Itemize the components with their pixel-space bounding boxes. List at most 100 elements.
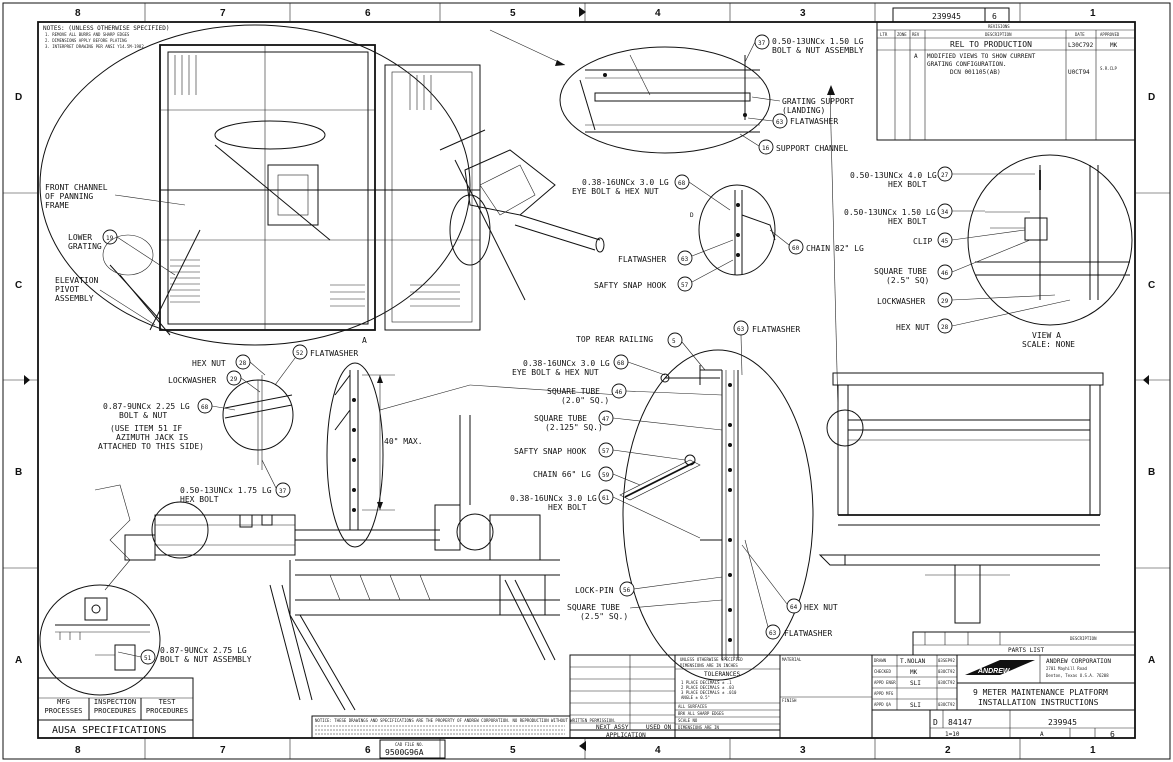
item-51-num: 51 xyxy=(144,655,152,662)
item-34-l2: HEX BOLT xyxy=(888,217,927,226)
item-63c-num: 63 xyxy=(737,326,745,333)
company-name: ANDREW CORPORATION xyxy=(1046,658,1111,665)
rev-row1-desc: REL TO PRODUCTION xyxy=(950,40,1032,49)
general-notes: NOTES: (UNLESS OTHERWISE SPECIFIED) 1. R… xyxy=(43,25,169,49)
tol-title: TOLERANCES xyxy=(704,671,741,678)
item-63b-balloon xyxy=(677,250,693,266)
item-63d-num: 63 xyxy=(769,630,777,637)
item-29b-text: LOCKWASHER xyxy=(168,376,216,385)
square-tube-25-l2: (2.5" SQ.) xyxy=(580,612,628,621)
item-68a-l2: EYE BOLT & HEX NUT xyxy=(572,187,659,196)
tol-3: 3 PLACE DECIMALS ± .010 xyxy=(681,690,737,695)
rev-row1-date: L30C792 xyxy=(1068,42,1094,49)
platform-elevation-view xyxy=(818,85,1104,624)
notes-title: NOTES: (UNLESS OTHERWISE SPECIFIED) xyxy=(43,25,169,32)
note-3: 3. INTERPRET DRAWING PER ANSI Y14.5M-198… xyxy=(45,44,144,49)
item-46a-l2: (2.5" SQ) xyxy=(886,276,929,285)
drawing-title-line1: 9 METER MAINTENANCE PLATFORM xyxy=(973,688,1108,697)
parts-description-header: DESCRIPTION xyxy=(1070,636,1097,641)
item-68a-num: 68 xyxy=(678,180,686,187)
zone-col-8-bottom: 8 xyxy=(75,745,81,756)
qa-by: SLI xyxy=(910,702,921,709)
item-63d-balloon xyxy=(765,624,781,640)
item-52-num: 52 xyxy=(296,350,304,357)
item-29b-num: 29 xyxy=(230,376,238,383)
zone-row-c-right: C xyxy=(1148,280,1155,291)
item-57b-text: SAFTY SNAP HOOK xyxy=(514,447,586,456)
item-63b-text: FLATWASHER xyxy=(618,255,666,264)
spec-test-procedures: TEST PROCEDURES xyxy=(145,698,189,715)
rev-row2-approved: S.R.CLP xyxy=(1100,66,1117,71)
item-68a-l1: 0.38-16UNCx 3.0 LG xyxy=(582,178,669,187)
checked-label: CHECKED xyxy=(874,669,891,674)
lower-grating-l2: GRATING xyxy=(68,242,102,251)
item-63a-text: FLATWASHER xyxy=(790,117,838,126)
lower-grating-l1: LOWER xyxy=(68,233,92,242)
item-56-num: 56 xyxy=(623,587,631,594)
item-37a-l2: BOLT & NUT ASSEMBLY xyxy=(772,46,864,55)
zone-col-7-top: 7 xyxy=(220,8,226,19)
tol-4: ANGLE ± 0.5° xyxy=(681,695,710,700)
note-2: 2. DIMENSIONS APPLY BEFORE PLATING xyxy=(45,38,127,43)
item-60-text: CHAIN 82" LG xyxy=(806,244,864,253)
zone-col-5-top: 5 xyxy=(510,8,516,19)
rev-col-ltr: LTR xyxy=(880,32,888,37)
zone-col-1-bottom: 1 xyxy=(1090,745,1096,756)
zone-col-8-top: 8 xyxy=(75,8,81,19)
item-63d-text: FLATWASHER xyxy=(784,629,832,638)
item-61-l2: HEX BOLT xyxy=(548,503,587,512)
item-64-balloon xyxy=(786,598,802,614)
rev-row1-approved: MK xyxy=(1110,42,1118,49)
view-a-title: VIEW A xyxy=(1032,331,1061,340)
front-channel-l3: FRAME xyxy=(45,201,69,210)
tol-f1: ALL SURFACES xyxy=(678,704,707,709)
material-label: MATERIAL xyxy=(782,657,802,662)
item-5-num: 5 xyxy=(672,338,676,345)
next-assy-label: NEXT ASSY xyxy=(596,724,629,731)
tolerance-block: NEXT ASSY USED ON APPLICATION UNLESS OTH… xyxy=(569,654,873,739)
item-46a-num: 46 xyxy=(941,270,949,277)
zone-row-c-left: C xyxy=(15,280,22,291)
company-address-1: 2701 Mayhill Road xyxy=(1046,666,1088,671)
rev-col-zone: ZONE xyxy=(897,32,907,37)
item-60-num: 60 xyxy=(792,245,800,252)
item-28b-num: 28 xyxy=(239,360,247,367)
drawn-label: DRAWN xyxy=(874,658,887,663)
zone-col-3-top: 3 xyxy=(800,8,806,19)
item-46b-l1: SQUARE TUBE xyxy=(547,387,600,396)
zone-row-b-left: B xyxy=(15,467,22,478)
item-68c-num: 68 xyxy=(617,360,625,367)
rev-col-approved: APPROVED xyxy=(1100,32,1120,37)
rev-row2-date: U0CT94 xyxy=(1068,69,1090,76)
sheet-value: 6 xyxy=(1110,730,1115,739)
item-52-balloon xyxy=(292,344,308,360)
item-27-l1: 0.50-13UNCx 4.0 LG xyxy=(850,171,937,180)
item-57a-balloon xyxy=(677,276,693,292)
item-27-num: 27 xyxy=(941,172,949,179)
revision-block: REVISIONS LTR ZONE REV DESCRIPTION DATE … xyxy=(876,21,1136,141)
size-value: D xyxy=(933,718,938,727)
item-61-l1: 0.38-16UNCx 3.0 LG xyxy=(510,494,597,503)
spec-mfg-processes: MFG PROCESSES xyxy=(44,698,83,715)
zone-labels: 8 7 6 5 4 3 1 8 7 6 5 4 3 2 1 D C B A D … xyxy=(15,8,1155,756)
side-view-bottom-center xyxy=(94,415,560,711)
fscm-value: 84147 xyxy=(948,718,972,727)
square-tube-25-l1: SQUARE TUBE xyxy=(567,603,620,612)
item-47-l2: (2.125" SQ.) xyxy=(545,423,603,432)
rev-col-rev: REV xyxy=(912,32,920,37)
item-63b-num: 63 xyxy=(681,256,689,263)
item-64-text: HEX NUT xyxy=(804,603,838,612)
rev-row2-desc1: MODIFIED VIEWS TO SHOW CURRENT xyxy=(927,53,1036,60)
item-46a-l1: SQUARE TUBE xyxy=(874,267,927,276)
item-52-text: FLATWASHER xyxy=(310,349,358,358)
item-29a-text: LOCKWASHER xyxy=(877,297,925,306)
zone-col-1-top: 1 xyxy=(1090,8,1096,19)
tol-unless: UNLESS OTHERWISE SPECIFIED xyxy=(680,657,743,662)
item-28a-text: HEX NUT xyxy=(896,323,930,332)
use-item-l1: (USE ITEM 51 IF xyxy=(110,424,182,433)
item-29a-num: 29 xyxy=(941,298,949,305)
item-63a-num: 63 xyxy=(776,119,784,126)
specifications-block: MFG PROCESSES INSPECTION PROCEDURES TEST… xyxy=(37,677,194,739)
item-68b-l1: 0.87-9UNCx 2.25 LG xyxy=(103,402,190,411)
